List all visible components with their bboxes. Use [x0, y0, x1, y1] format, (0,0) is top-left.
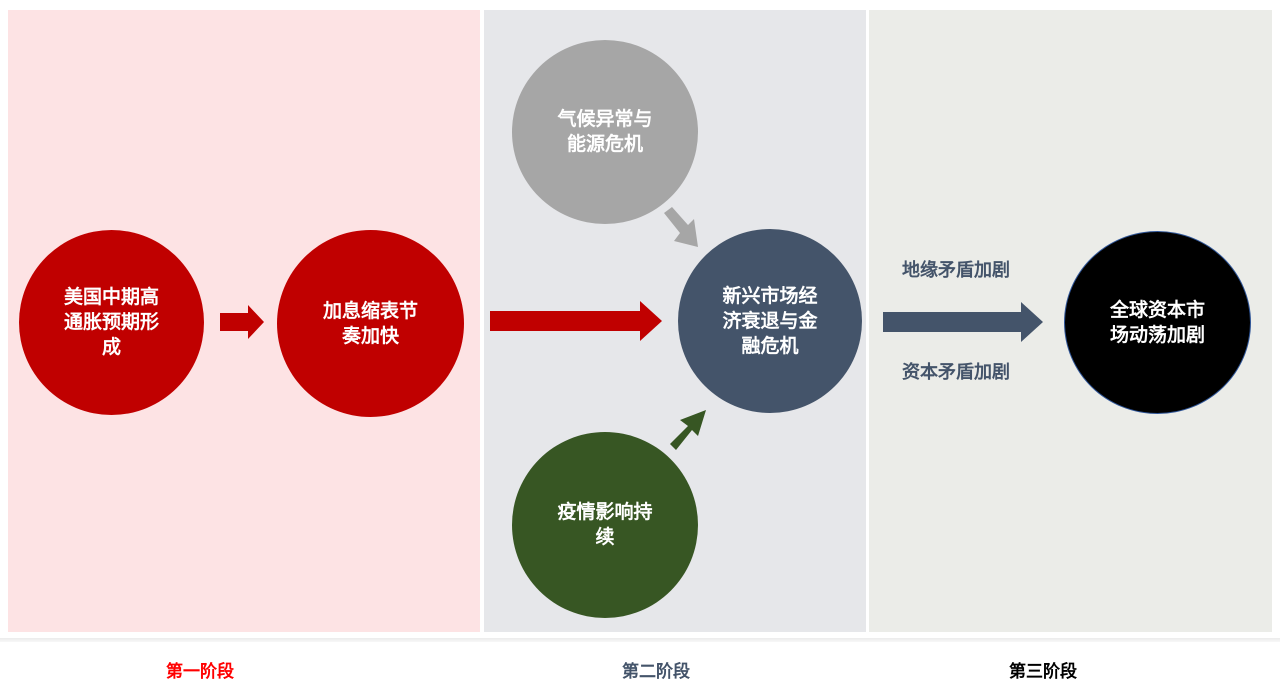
- stage-3-label: 第三阶段: [1009, 662, 1077, 682]
- node-emerging-crisis: 新兴市场经 济衰退与金 融危机: [678, 229, 862, 413]
- node-line: 能源危机: [566, 133, 643, 155]
- node-global-turmoil: 全球资本市 场动荡加剧: [1064, 231, 1251, 414]
- arrow-up-right-icon: [670, 410, 706, 450]
- node-climate-energy: 气候异常与 能源危机: [512, 40, 698, 224]
- node-line: 通胀预期形: [63, 311, 159, 333]
- baseline-divider: [0, 638, 1280, 642]
- node-line: 场动荡加剧: [1109, 323, 1205, 346]
- node-pandemic: 疫情影响持 续: [512, 432, 698, 618]
- node-us-inflation: 美国中期高 通胀预期形 成: [19, 230, 204, 415]
- arrow-right-icon: [220, 305, 264, 339]
- node-text: 美国中期高 通胀预期形 成: [64, 285, 159, 360]
- node-text: 疫情影响持 续: [557, 500, 652, 550]
- capital-conflict-label: 资本矛盾加剧: [902, 362, 1010, 383]
- stage-2-label: 第二阶段: [622, 662, 690, 682]
- node-line: 气候异常与: [557, 108, 653, 130]
- node-line: 融危机: [741, 334, 799, 357]
- node-text: 气候异常与 能源危机: [557, 107, 652, 157]
- node-line: 成: [101, 336, 121, 358]
- node-text: 新兴市场经 济衰退与金 融危机: [722, 284, 817, 359]
- node-line: 加息缩表节: [322, 299, 418, 322]
- node-line: 济衰退与金: [722, 309, 818, 332]
- node-line: 美国中期高: [63, 286, 159, 308]
- node-line: 奏加快: [341, 324, 399, 347]
- node-text: 加息缩表节 奏加快: [323, 299, 418, 349]
- node-rate-hike: 加息缩表节 奏加快: [277, 230, 464, 417]
- arrow-right-icon: [490, 301, 662, 341]
- arrow-right-icon: [883, 302, 1043, 342]
- node-line: 疫情影响持: [557, 501, 653, 523]
- stage-1-label: 第一阶段: [166, 662, 234, 682]
- node-line: 续: [595, 526, 615, 548]
- node-line: 新兴市场经: [722, 284, 818, 307]
- node-text: 全球资本市 场动荡加剧: [1110, 298, 1205, 348]
- arrow-down-right-icon: [664, 207, 698, 247]
- geo-conflict-label: 地缘矛盾加剧: [902, 260, 1010, 281]
- node-line: 全球资本市: [1109, 298, 1205, 321]
